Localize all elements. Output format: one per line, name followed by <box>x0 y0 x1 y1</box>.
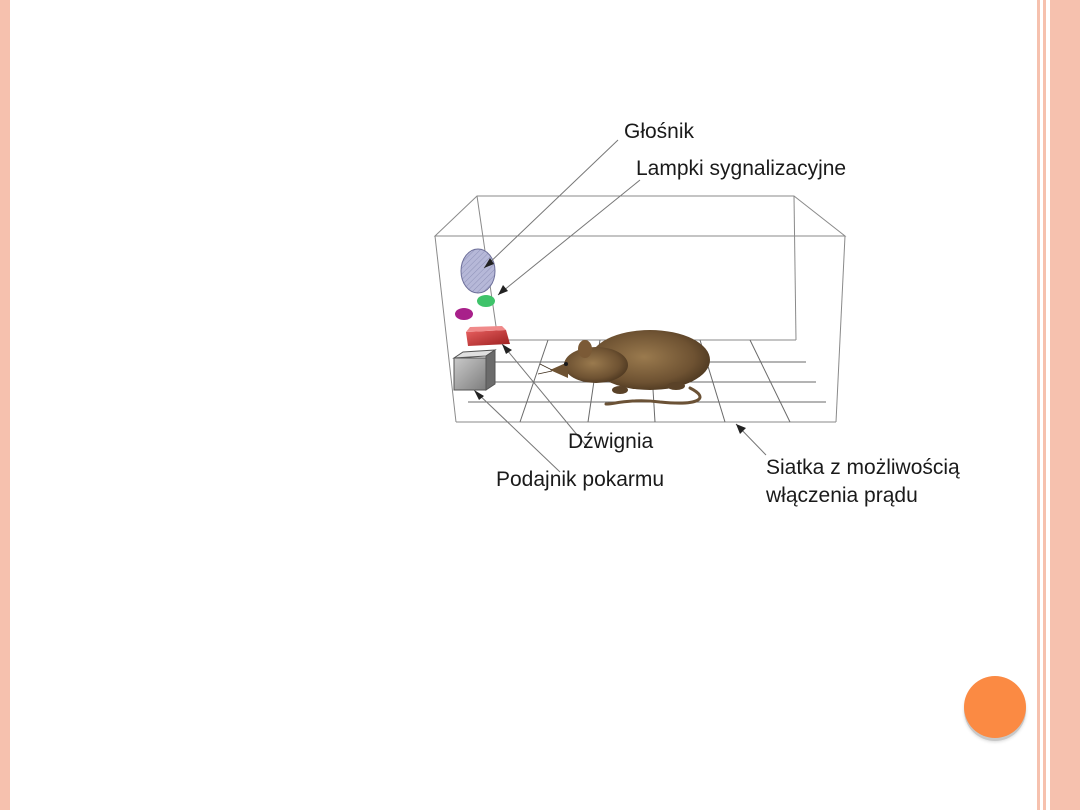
right-border <box>1050 0 1080 810</box>
orange-circle-icon[interactable] <box>964 676 1026 738</box>
lever-icon <box>466 326 510 346</box>
label-grid-line-1: Siatka z możliwością <box>766 456 960 479</box>
left-border <box>0 0 10 810</box>
label-speaker: Głośnik <box>624 120 695 143</box>
label-food-dispenser: Podajnik pokarmu <box>496 468 665 491</box>
food-dispenser-icon <box>452 349 497 391</box>
label-lever: Dźwignia <box>568 430 654 453</box>
leader-lines <box>473 139 767 473</box>
leader-arrowheads <box>474 258 746 434</box>
right-border-line <box>1037 0 1040 810</box>
rat-icon <box>537 330 710 406</box>
label-grid-line-2: włączenia prądu <box>766 484 918 507</box>
signal-light-magenta-icon <box>455 308 473 320</box>
signal-light-green-icon <box>477 295 495 307</box>
speaker-icon <box>460 248 496 294</box>
right-border-line <box>1043 0 1046 810</box>
label-signal-lights: Lampki sygnalizacyjne <box>636 157 847 180</box>
